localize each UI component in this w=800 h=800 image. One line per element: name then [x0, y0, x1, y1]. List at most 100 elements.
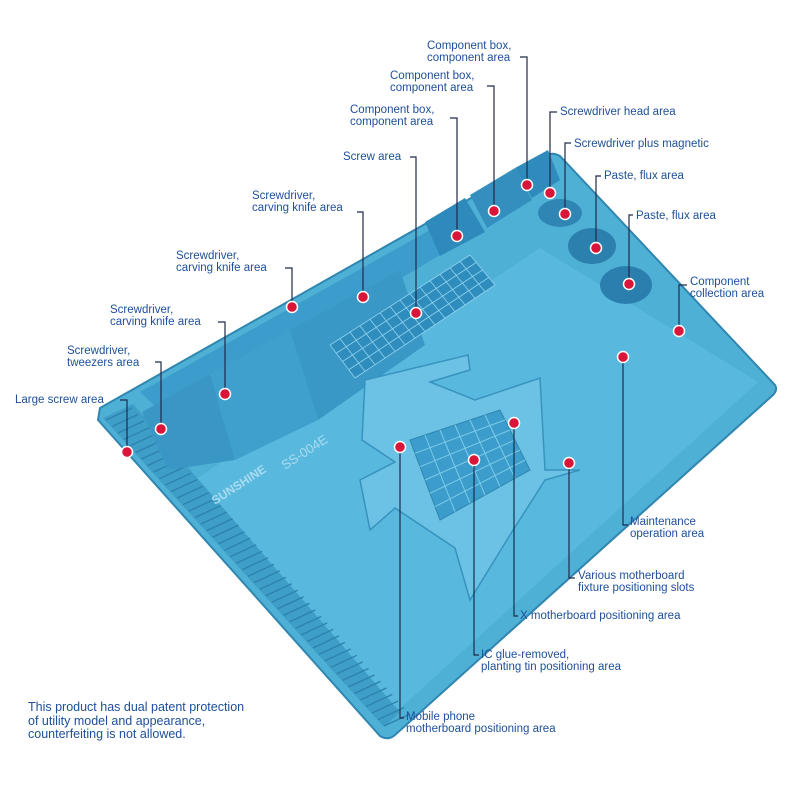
rib-line [306, 628, 334, 642]
rib-line [188, 498, 216, 512]
rib-line [342, 667, 369, 682]
dot-screw-area [409, 306, 423, 320]
grid-line [348, 277, 489, 371]
rib-line [129, 433, 156, 447]
dot-component-collection [672, 324, 686, 338]
rib-line [354, 680, 381, 695]
rib-line [300, 622, 328, 636]
leader-ic-glue [473, 460, 479, 656]
label-large-screw: Large screw area [15, 394, 104, 406]
rib-line [105, 407, 133, 421]
dot-component-box-2 [487, 204, 501, 218]
rib-line [206, 518, 233, 532]
rib-line [123, 426, 151, 441]
rib-line [277, 596, 304, 610]
dot-fixture-slots [562, 456, 576, 470]
rib-line [170, 478, 198, 493]
label-screwdriver-carving-2: Screwdriver, carving knife area [176, 250, 267, 274]
tray-left-2 [210, 330, 318, 460]
rib-line [312, 635, 340, 649]
rib-line [283, 602, 310, 616]
leader-paste-flux-2 [628, 214, 633, 284]
rib-line [348, 674, 375, 688]
rib-line [235, 550, 263, 564]
rib-line [176, 485, 204, 499]
rib-line [271, 589, 298, 603]
label-component-box-1: Component box, component area [427, 40, 512, 64]
leader-mobile-phone [399, 447, 404, 719]
dot-x-positioning [507, 416, 521, 430]
label-screwdriver-carving-3: Screwdriver, carving knife area [110, 304, 201, 328]
label-component-collection: Component collection area [690, 276, 765, 300]
label-paste-flux-2: Paste, flux area [636, 210, 716, 222]
label-screwdriver-carving-1: Screwdriver, carving knife area [252, 190, 343, 214]
label-maintenance: Maintenance operation area [630, 516, 705, 540]
rib-line [253, 570, 281, 584]
leader-x-positioning [513, 423, 518, 617]
grid-line [354, 284, 496, 379]
work-mat: SUNSHINE SS-004E [96, 150, 778, 740]
rib-line [365, 693, 393, 708]
rib-line [164, 472, 192, 486]
rib-line [158, 465, 186, 480]
rib-line [212, 524, 239, 538]
rib-line [383, 713, 411, 727]
leader-screwdriver-carving-1 [357, 211, 364, 297]
rib-line [218, 531, 245, 545]
label-mobile-phone: Mobile phone motherboard positioning are… [406, 711, 556, 735]
rib-line [194, 505, 222, 519]
leader-lines [120, 56, 687, 719]
leader-fixture-slots [568, 463, 575, 579]
rib-line [224, 537, 251, 551]
rib-line [265, 583, 292, 597]
dot-screwdriver-carving-3 [218, 387, 232, 401]
label-component-box-2: Component box, component area [390, 70, 475, 94]
component-box-1 [425, 198, 485, 256]
rib-line [294, 615, 322, 629]
rib-line [360, 687, 387, 701]
label-component-box-3: Component box, component area [350, 104, 435, 128]
rib-line [117, 420, 145, 434]
rib-line [336, 661, 363, 675]
leader-screwdriver-carving-3 [218, 321, 226, 394]
dot-screwdriver-tweezers [154, 422, 168, 436]
rib-line [371, 700, 399, 714]
tray-left-1 [142, 374, 235, 470]
screw-grid-cells [329, 254, 496, 379]
component-box-2 [470, 168, 532, 228]
dot-ic-glue [467, 453, 481, 467]
ic-grid-line [434, 459, 526, 508]
leader-component-box-2 [487, 85, 495, 211]
leader-component-collection [678, 284, 687, 331]
leader-large-screw [120, 399, 128, 452]
callout-dots [120, 178, 686, 470]
rib-line [318, 641, 346, 656]
leader-screwdriver-tweezers [155, 361, 162, 429]
patent-notice: This product has dual patent protection … [28, 700, 245, 741]
dot-maintenance [616, 350, 630, 364]
dot-paste-flux-2 [622, 277, 636, 291]
leader-screwdriver-head [549, 111, 557, 193]
leader-paste-flux-1 [595, 175, 601, 248]
leader-maintenance [622, 357, 628, 526]
dot-paste-flux-1 [589, 241, 603, 255]
label-screw-area: Screw area [343, 151, 402, 163]
label-screwdriver-magnetic: Screwdriver plus magnetic [574, 138, 709, 150]
label-screwdriver-tweezers: Screwdriver, tweezers area [67, 345, 140, 369]
rib-line [289, 609, 316, 623]
rib-line [200, 511, 227, 525]
dot-large-screw [120, 445, 134, 459]
label-ic-glue: IC glue-removed, planting tin positionin… [481, 649, 622, 673]
rib-line [241, 557, 269, 571]
grid-line [336, 262, 477, 354]
dot-component-box-1 [520, 178, 534, 192]
leader-screwdriver-magnetic [564, 142, 571, 214]
rib-line [111, 413, 139, 428]
leader-component-box-1 [520, 56, 528, 185]
rib-line [182, 492, 210, 506]
rib-line [324, 648, 352, 662]
dot-screwdriver-carving-2 [285, 300, 299, 314]
label-screwdriver-head: Screwdriver head area [560, 106, 676, 118]
label-paste-flux-1: Paste, flux area [604, 170, 684, 182]
